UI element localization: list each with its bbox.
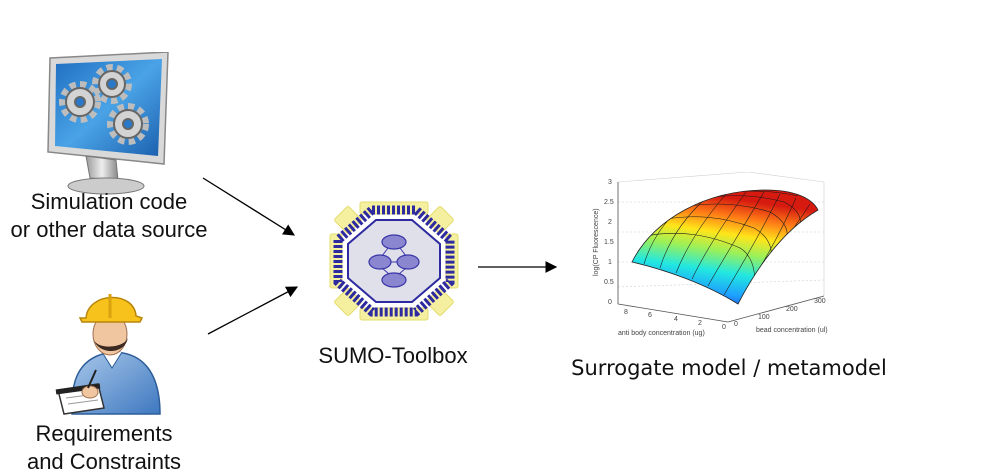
z-axis-label: log(CP Fluorescence) (593, 208, 600, 276)
y-tick: 0 (734, 321, 738, 328)
arrow-sim-to-toolbox (202, 177, 295, 236)
y-axis-label: bead concentration (ul) (756, 327, 828, 334)
y-axis-ticks: 0 100 200 300 (734, 298, 826, 328)
arrow-req-to-toolbox (207, 286, 299, 335)
requirements-label: Requirements and Constraints (0, 420, 208, 476)
z-tick: 1 (608, 259, 612, 266)
monitor-gears-icon (47, 52, 169, 195)
metamodel-label: Surrogate model / metamodel (571, 356, 887, 380)
z-tick: 0.5 (604, 279, 614, 286)
x-tick: 8 (624, 309, 628, 316)
x-axis-ticks: 8 6 4 2 0 (624, 309, 726, 331)
y-tick: 300 (814, 298, 826, 305)
x-axis-label: anti body concentration (ug) (618, 330, 705, 337)
z-tick: 3 (608, 179, 612, 186)
toolbox-label: SUMO-Toolbox (318, 343, 468, 368)
x-tick: 2 (698, 320, 702, 327)
requirements-label-line1: Requirements (35, 421, 173, 446)
surface-mesh (631, 189, 819, 305)
z-tick: 2.5 (604, 199, 614, 206)
z-tick: 1.5 (604, 239, 614, 246)
requirements-label-line2: and Constraints (26, 449, 182, 474)
sumo-toolbox-logo (329, 201, 459, 321)
x-tick: 6 (648, 312, 652, 319)
simulation-label: Simulation code or other data source (0, 188, 218, 244)
simulation-label-line1: Simulation code (30, 189, 188, 214)
y-tick: 200 (786, 306, 798, 313)
x-tick: 0 (722, 324, 726, 331)
x-tick: 4 (674, 316, 678, 323)
gear-icon (59, 64, 149, 145)
engineer-icon (55, 294, 161, 415)
simulation-label-line2: or other data source (10, 217, 208, 242)
y-tick: 100 (758, 314, 770, 321)
surface-plot-icon: 3 2.5 2 1.5 1 0.5 0 log(CP Fluorescence)… (593, 172, 828, 337)
z-tick: 2 (608, 219, 612, 226)
z-axis-ticks: 3 2.5 2 1.5 1 0.5 0 (604, 179, 614, 306)
z-tick: 0 (608, 299, 612, 306)
